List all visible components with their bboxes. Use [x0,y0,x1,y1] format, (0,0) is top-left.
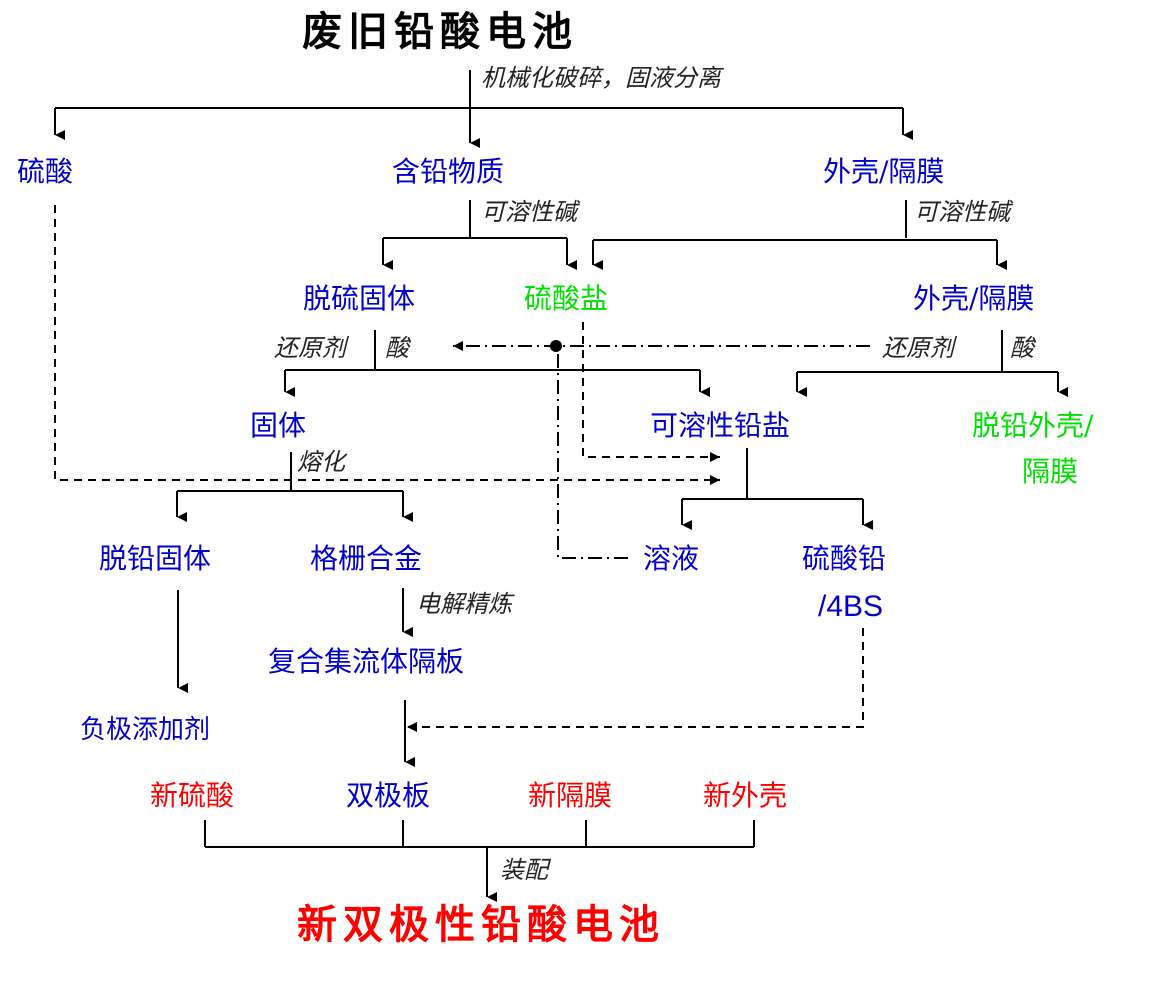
node-lead-material: 含铅物质 [392,155,505,188]
node-shell-membrane: 外壳/隔膜 [823,155,945,188]
node-soluble-lead-salt: 可溶性铅盐 [650,409,791,442]
node-delead-solid: 脱铅固体 [99,542,212,575]
node-sulfuric-acid: 硫酸 [17,155,74,188]
final-product-bipolar-battery: 新双极性铅酸电池 [297,901,665,948]
dashed-lead-sulfate-to-bipolar [407,628,864,732]
node-solid: 固体 [250,409,307,442]
node-grid-alloy: 格栅合金 [310,542,423,575]
step-crush-label: 机械化破碎，固液分离 [481,64,721,92]
step-reductant-left-label: 还原剂 [274,334,346,362]
step-electrolysis-label: 电解精炼 [416,590,512,618]
node-negative-additive: 负极添加剂 [80,715,211,745]
node-desulfur-solid: 脱硫固体 [303,282,416,315]
step-acid-right-label: 酸 [1010,334,1034,362]
node-new-sulfuric-acid: 新硫酸 [150,779,235,812]
node-solution: 溶液 [643,542,700,575]
dashdot-solution-recycle [557,346,628,559]
title-waste-battery: 废旧铅酸电池 [302,8,578,55]
step-alkali-label-2: 可溶性碱 [914,198,1010,226]
step-reductant-right-label: 还原剂 [882,334,954,362]
node-shell-membrane-2: 外壳/隔膜 [913,282,1035,315]
step-alkali-label-1: 可溶性碱 [481,198,577,226]
node-sulfate: 硫酸盐 [524,282,609,315]
step-acid-left-label: 酸 [385,334,409,362]
junction-dot [550,340,562,352]
dashed-sulfuric-acid-to-lead-salt [54,205,720,485]
node-lead-sulfate-line1: 硫酸铅 [802,542,887,575]
node-lead-sulfate-line2: /4BS [818,590,884,623]
node-new-membrane: 新隔膜 [528,779,613,812]
node-new-shell: 新外壳 [703,779,788,812]
dashed-sulfate-to-lead-salt [582,322,720,462]
node-bipolar-plate: 双极板 [346,779,431,812]
node-delead-shell-line1: 脱铅外壳/ [972,409,1094,442]
step-assemble-label: 装配 [500,856,548,884]
node-delead-shell-line2: 隔膜 [1022,455,1079,488]
node-composite-collector: 复合集流体隔板 [268,645,465,678]
step-melt-label: 熔化 [297,448,345,476]
